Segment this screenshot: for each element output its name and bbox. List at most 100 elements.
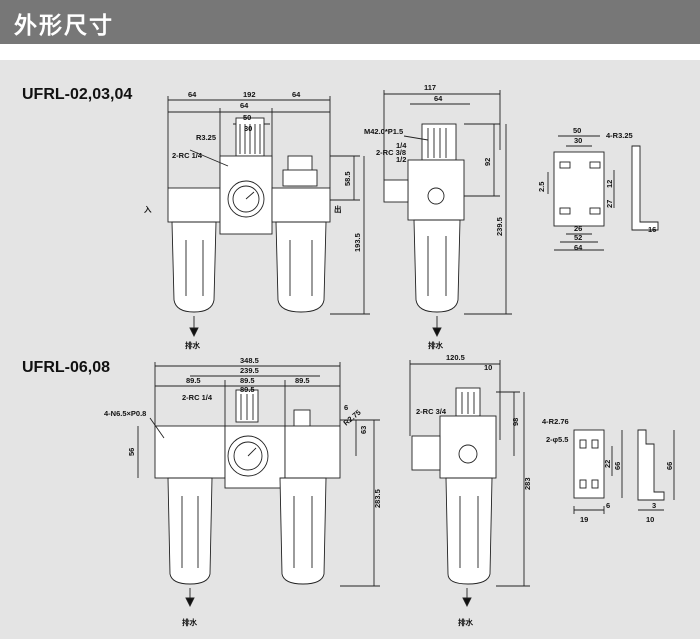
- bracket-small-unit: [547, 135, 659, 251]
- dim-6: 6: [344, 403, 348, 412]
- svg-text:89.5: 89.5: [240, 376, 255, 385]
- svg-text:入: 入: [143, 205, 152, 214]
- svg-text:4-N6.5×P0.8: 4-N6.5×P0.8: [104, 409, 146, 418]
- svg-text:4-R2.76: 4-R2.76: [542, 417, 569, 426]
- svg-text:348.5: 348.5: [240, 356, 259, 365]
- label-thread: M42.0*P1.5: [364, 127, 403, 136]
- svg-text:63: 63: [359, 426, 368, 434]
- svg-text:64: 64: [292, 90, 301, 99]
- svg-text:排水: 排水: [458, 617, 473, 627]
- label-port-a: 1/4: [396, 141, 407, 150]
- dim-66-a: 66: [613, 462, 622, 470]
- dim-89-5-a: 89.5: [186, 376, 201, 385]
- svg-text:排水: 排水: [185, 340, 200, 350]
- svg-text:193.5: 193.5: [353, 233, 362, 252]
- section-title-ufrl-06: UFRL-06,08: [22, 359, 111, 376]
- label-holes-front: 4-N6.5×P0.8: [104, 409, 146, 418]
- label-port-b: 2-RC 3/8: [376, 148, 406, 157]
- svg-text:2-RC 3/8: 2-RC 3/8: [376, 148, 406, 157]
- svg-text:1/4: 1/4: [396, 141, 407, 150]
- svg-text:22: 22: [603, 460, 612, 468]
- bracket-large-unit: [573, 429, 675, 514]
- front-view-large-unit: [137, 362, 380, 608]
- front-view-small-unit: [167, 96, 370, 338]
- dim-64-right: 64: [292, 90, 301, 99]
- svg-text:64: 64: [574, 243, 583, 252]
- dim-52: 52: [574, 233, 582, 242]
- svg-text:30: 30: [574, 136, 582, 145]
- label-drain-2: 排水: [428, 340, 443, 350]
- svg-text:2-RC 1/4: 2-RC 1/4: [172, 151, 203, 160]
- label-inlet: 入: [143, 205, 152, 214]
- label-drain-3: 排水: [182, 617, 197, 627]
- dim-89-5-b: 89.5: [240, 376, 255, 385]
- svg-text:R3.25: R3.25: [196, 133, 216, 142]
- label-r3-25: R3.25: [196, 133, 216, 142]
- dim-192: 192: [243, 90, 256, 99]
- svg-text:4-R3.25: 4-R3.25: [606, 131, 633, 140]
- svg-text:92: 92: [483, 158, 492, 166]
- dim-56: 56: [127, 448, 136, 456]
- dim-16: 16: [648, 225, 656, 234]
- svg-text:16: 16: [648, 225, 656, 234]
- svg-text:12: 12: [605, 180, 614, 188]
- svg-text:2-φ5.5: 2-φ5.5: [546, 435, 568, 444]
- dim-6-bracket: 6: [606, 501, 610, 510]
- svg-text:2-RC 1/4: 2-RC 1/4: [182, 393, 213, 402]
- svg-text:3: 3: [652, 501, 656, 510]
- dim-193-5: 193.5: [353, 233, 362, 252]
- svg-text:192: 192: [243, 90, 256, 99]
- dim-64-side: 64: [434, 94, 443, 103]
- svg-text:89.5: 89.5: [186, 376, 201, 385]
- dim-239-5: 239.5: [495, 217, 504, 236]
- dim-bracket-50: 50: [573, 126, 581, 135]
- svg-text:239.5: 239.5: [495, 217, 504, 236]
- header-banner: 外形尺寸: [0, 0, 700, 44]
- label-port-c: 1/2: [396, 155, 406, 164]
- svg-text:239.5: 239.5: [240, 366, 259, 375]
- dim-19: 19: [580, 515, 588, 524]
- dim-10: 10: [484, 363, 492, 372]
- dim-89-5-c: 89.5: [295, 376, 310, 385]
- label-port-side-large: 2-RC 3/4: [416, 407, 447, 416]
- label-holes-small: 4-R3.25: [606, 131, 633, 140]
- svg-text:64: 64: [240, 101, 249, 110]
- page-title: 外形尺寸: [14, 13, 114, 39]
- dim-12: 12: [605, 180, 614, 188]
- side-view-small-unit: [383, 90, 512, 338]
- dim-64-mid: 64: [240, 101, 249, 110]
- svg-text:52: 52: [574, 233, 582, 242]
- dim-92: 92: [483, 158, 492, 166]
- svg-text:10: 10: [484, 363, 492, 372]
- svg-text:56: 56: [127, 448, 136, 456]
- dim-348-5: 348.5: [240, 356, 259, 365]
- svg-text:66: 66: [665, 462, 674, 470]
- dim-283: 283: [523, 477, 532, 490]
- label-drain-4: 排水: [458, 617, 473, 627]
- svg-text:66: 66: [613, 462, 622, 470]
- dim-66-b: 66: [665, 462, 674, 470]
- dim-3: 3: [652, 501, 656, 510]
- svg-text:27: 27: [605, 200, 614, 208]
- svg-text:50: 50: [573, 126, 581, 135]
- side-view-large-unit: [409, 360, 530, 608]
- label-port-front-small: 2-RC 1/4: [172, 151, 203, 160]
- svg-text:283: 283: [523, 477, 532, 490]
- label-port-front-large: 2-RC 1/4: [182, 393, 213, 402]
- dim-89-5-d: 89.5: [240, 385, 255, 394]
- svg-text:30: 30: [244, 124, 252, 133]
- dim-2-5: 2.5: [537, 182, 546, 192]
- dim-30: 30: [244, 124, 252, 133]
- dim-10-bracket: 10: [646, 515, 654, 524]
- dim-bracket-30: 30: [574, 136, 582, 145]
- svg-text:2.5: 2.5: [537, 182, 546, 192]
- svg-text:6: 6: [606, 501, 610, 510]
- svg-text:64: 64: [434, 94, 443, 103]
- svg-text:26: 26: [574, 224, 582, 233]
- dim-120-5: 120.5: [446, 353, 465, 362]
- dim-64-left: 64: [188, 90, 197, 99]
- section-title-ufrl-02: UFRL-02,03,04: [22, 86, 133, 103]
- label-drain-1: 排水: [185, 340, 200, 350]
- svg-text:排水: 排水: [428, 340, 443, 350]
